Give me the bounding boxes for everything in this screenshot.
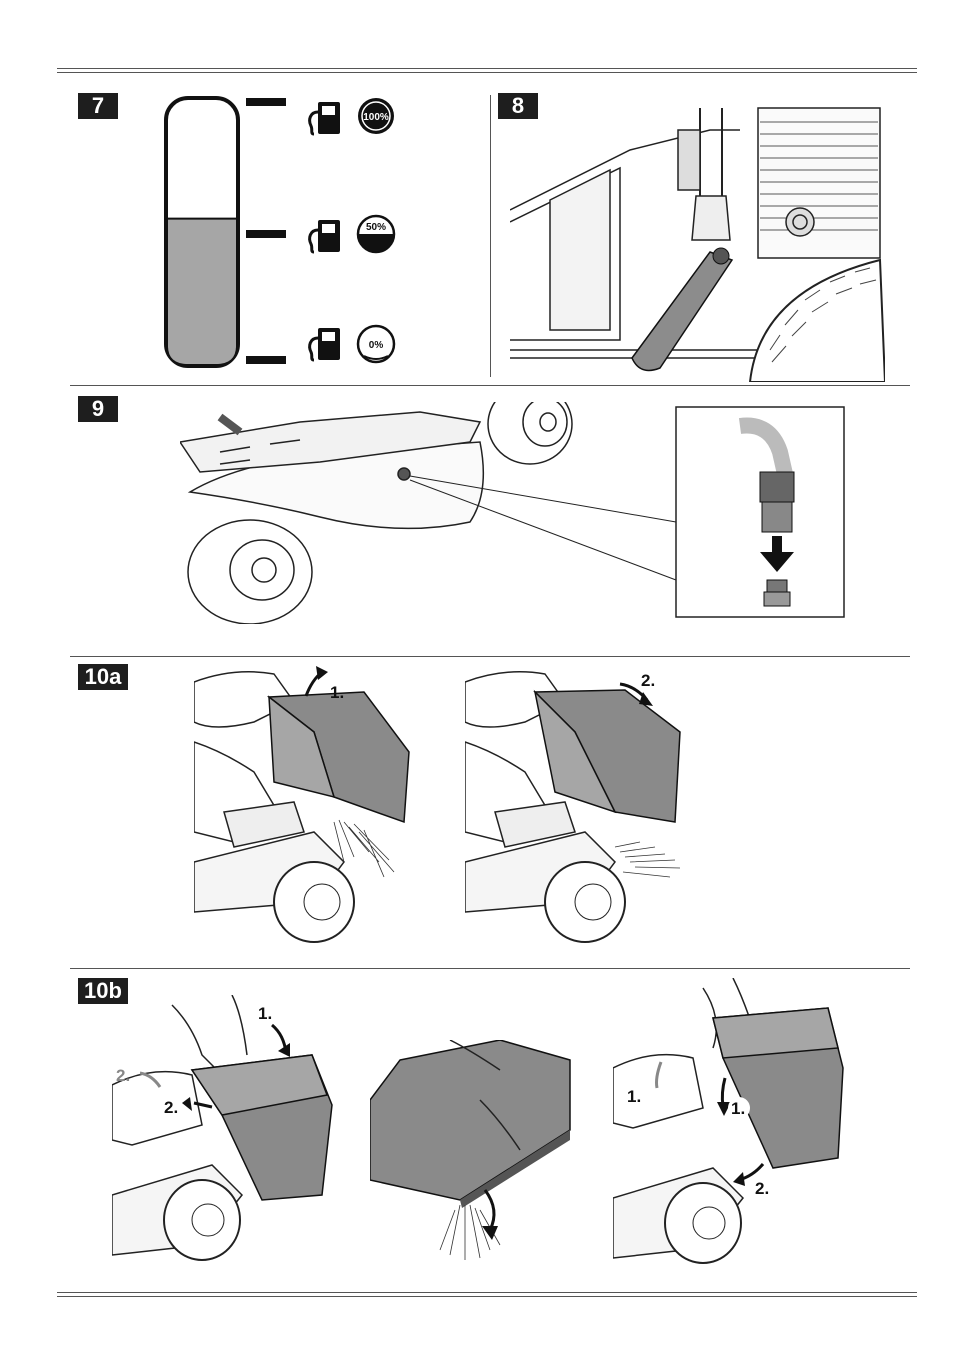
- svg-text:100%: 100%: [363, 112, 389, 123]
- fuel-pump-icon: [310, 328, 340, 360]
- svg-text:2.: 2.: [164, 1098, 178, 1117]
- top-rule: [57, 68, 917, 73]
- deck-wash-connection-illustration: [180, 402, 850, 624]
- svg-text:0%: 0%: [369, 340, 384, 351]
- separator-9-10a: [70, 656, 910, 657]
- fuel-100-indicator: 100%: [358, 98, 394, 134]
- fuel-pump-icon: [310, 102, 340, 134]
- separator-10a-10b: [70, 968, 910, 969]
- svg-text:2.: 2.: [641, 671, 655, 690]
- svg-text:1.: 1.: [258, 1004, 272, 1023]
- fuel-level-fill: [168, 219, 236, 364]
- bag-removal-illustration: 1. 2. 2.: [112, 995, 337, 1270]
- figure-10a-badge: 10a: [78, 664, 128, 690]
- grass-bag-step2-illustration: 2.: [465, 662, 685, 952]
- figure-9-badge: 9: [78, 396, 118, 422]
- bottom-rule: [57, 1292, 917, 1297]
- fig7-fig8-divider: [490, 95, 491, 377]
- fuel-drain-illustration: [510, 100, 885, 382]
- fuel-gauge-diagram: 100% 50% 0%: [150, 90, 450, 380]
- svg-text:1.: 1.: [627, 1087, 641, 1106]
- svg-text:50%: 50%: [366, 222, 386, 233]
- svg-text:1.: 1.: [330, 683, 344, 702]
- fuel-pump-icon: [310, 220, 340, 252]
- bag-reattach-illustration: 1. 1. 2.: [613, 978, 848, 1270]
- fuel-50-indicator: 50%: [358, 216, 394, 252]
- svg-text:2.: 2.: [755, 1179, 769, 1198]
- fuel-0-indicator: 0%: [358, 326, 394, 362]
- svg-text:2.: 2.: [116, 1066, 130, 1085]
- separator-8-9: [70, 385, 910, 386]
- grass-bag-step1-illustration: 1.: [194, 662, 414, 952]
- svg-text:1.: 1.: [731, 1099, 745, 1118]
- bag-empty-illustration: [370, 1040, 580, 1265]
- connector-detail-box: [676, 407, 844, 617]
- figure-7-badge: 7: [78, 93, 118, 119]
